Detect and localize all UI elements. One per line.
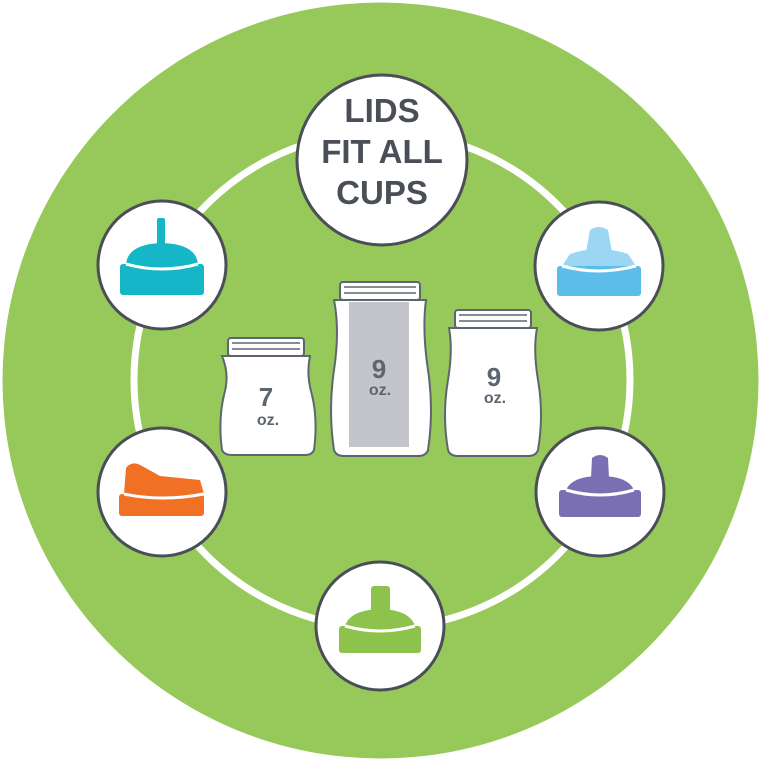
soft-spout-lid-icon [559, 455, 641, 517]
lid-badge-clear-spout [533, 200, 665, 332]
cup-9oz-unit: oz. [484, 390, 506, 407]
lid-badge-flat-spout [96, 426, 228, 558]
lid-badge-soft-spout [534, 426, 666, 558]
cup-9oz-size: 9 [487, 362, 501, 392]
lid-badge-sport-spout [314, 560, 446, 692]
cup-7oz-unit: oz. [257, 412, 279, 429]
cup-9oz: 9 oz. [444, 309, 542, 457]
flat-spout-lid-icon [119, 463, 205, 516]
cup-7oz: 7 oz. [219, 337, 317, 456]
cup-9oz-sleeve-unit: oz. [369, 382, 391, 399]
cup-sleeve [349, 302, 409, 447]
clear-spout-lid-icon [557, 227, 641, 296]
title-line-2: FIT ALL [321, 133, 443, 170]
title-line-1: LIDS [344, 92, 419, 129]
cup-9oz-sleeve: 9 oz. [330, 281, 432, 457]
title-badge: LIDS FIT ALL CUPS [295, 73, 469, 247]
title-line-3: CUPS [336, 174, 428, 211]
sport-spout-lid-icon [339, 586, 421, 653]
cup-7oz-size: 7 [259, 382, 273, 412]
cup-9oz-sleeve-size: 9 [372, 354, 386, 384]
straw-lid-icon [120, 218, 204, 295]
lid-badge-straw [96, 199, 228, 331]
